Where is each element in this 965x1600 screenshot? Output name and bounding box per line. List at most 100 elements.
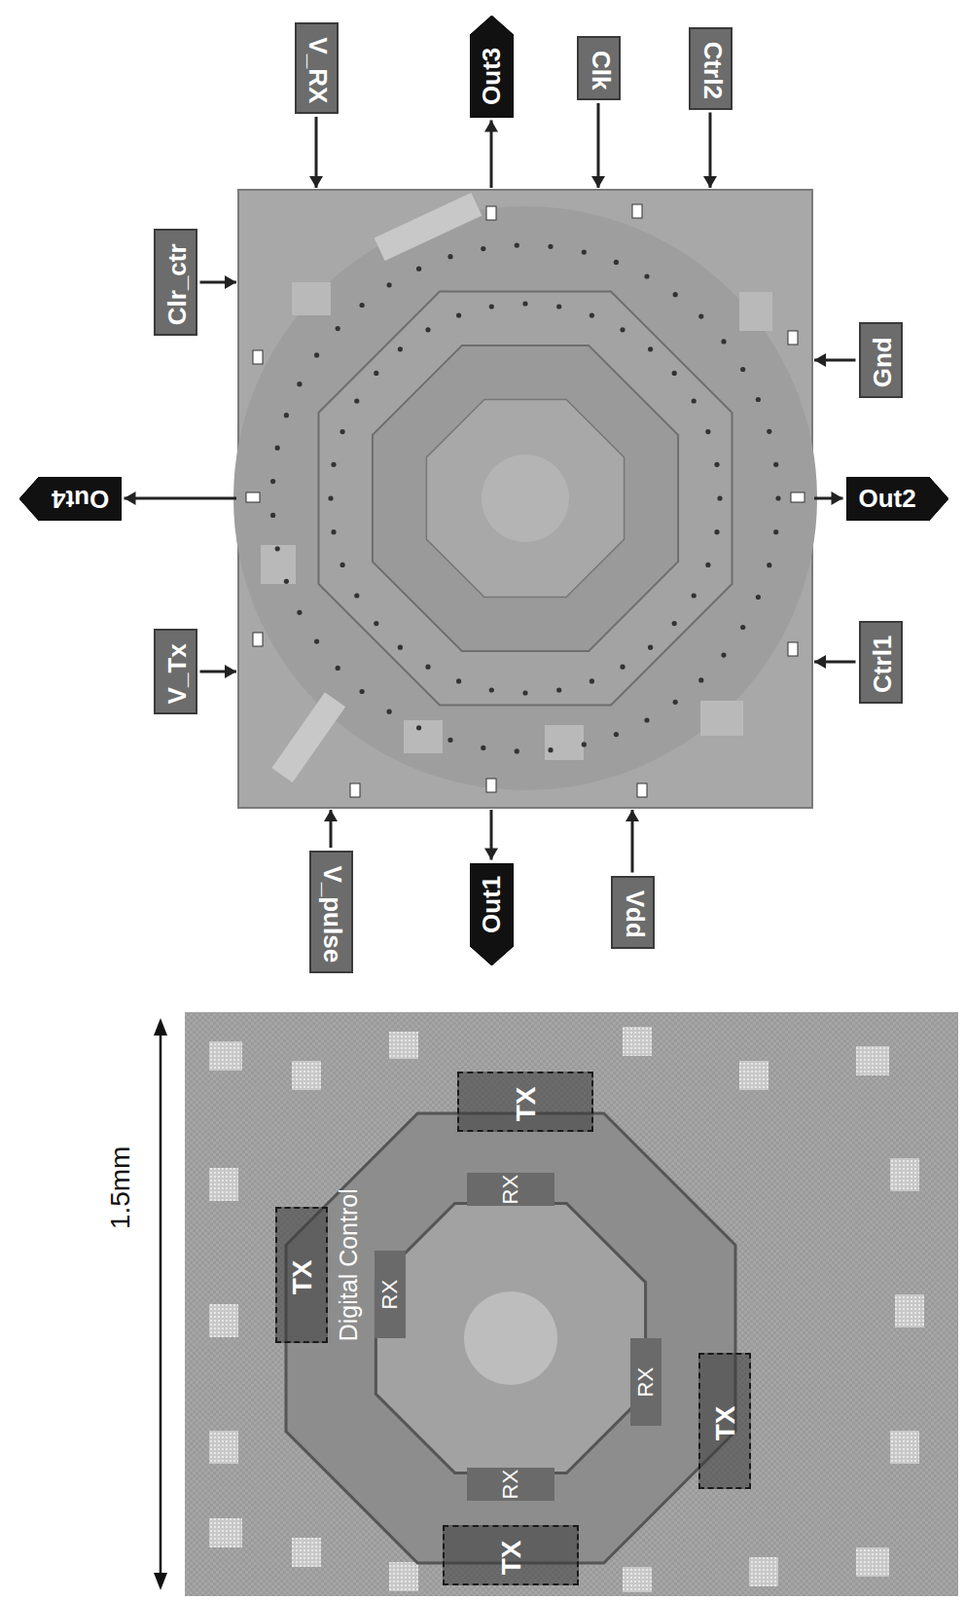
via-dot xyxy=(691,592,697,598)
via-dot xyxy=(755,594,761,600)
via-dot xyxy=(489,303,495,309)
pin-name: Out2 xyxy=(858,484,917,513)
via-dot xyxy=(270,478,276,484)
pin-arrowhead xyxy=(484,848,499,860)
tx-block: TX xyxy=(275,1206,328,1343)
pin-name: TX xyxy=(711,1404,742,1440)
pin-arrow-line xyxy=(597,103,601,188)
via-dot xyxy=(556,686,562,692)
via-dot xyxy=(556,303,562,309)
input-pin-box: V_Tx xyxy=(153,628,198,715)
via-dot xyxy=(284,412,289,418)
rx-label: RX xyxy=(378,1279,402,1310)
via-dot xyxy=(373,370,379,376)
via-dot xyxy=(672,620,678,626)
die-inner-ring xyxy=(372,345,679,651)
pin-arrowhead xyxy=(814,353,826,367)
tx-block: TX xyxy=(457,1071,594,1132)
via-dot xyxy=(480,246,486,251)
pin-name: V_pulse xyxy=(319,864,348,963)
die-center-blob xyxy=(464,1290,558,1385)
component-bar xyxy=(374,192,483,261)
via-dot xyxy=(698,677,704,682)
via-dot xyxy=(270,512,276,518)
via-dot xyxy=(397,346,403,352)
pin-name: V_Tx xyxy=(163,643,192,704)
via-dot xyxy=(284,578,289,584)
pin-name: Out1 xyxy=(477,874,506,932)
via-dot xyxy=(775,495,781,501)
via-dot xyxy=(314,639,320,644)
die-photo xyxy=(184,1011,959,1596)
via-dot xyxy=(447,253,453,259)
via-dot xyxy=(705,428,711,434)
dimension-arrowhead xyxy=(153,1017,168,1036)
output-pin-box: Out1 xyxy=(469,862,514,965)
output-arrow-fill xyxy=(469,15,514,118)
pin-name: Out4 xyxy=(51,484,109,513)
via-dot xyxy=(489,686,495,692)
via-dot xyxy=(647,346,653,352)
pin-name: TX xyxy=(511,1085,542,1121)
smd-part xyxy=(700,700,744,736)
via-dot xyxy=(425,664,430,670)
output-pin-box: Out2 xyxy=(846,476,949,521)
dimension-line xyxy=(159,1027,163,1580)
pin-arrowhead xyxy=(814,654,826,669)
pin-arrowhead xyxy=(124,491,137,505)
smd-part xyxy=(291,282,331,316)
smd-part xyxy=(544,724,584,760)
bond-pads xyxy=(246,204,805,797)
via-dot xyxy=(766,428,772,434)
via-dot xyxy=(672,370,678,376)
die-center xyxy=(481,454,570,542)
via-dot xyxy=(589,678,595,683)
output-arrow-fill xyxy=(469,862,514,965)
via-dot xyxy=(522,300,528,306)
via-dot xyxy=(354,397,359,403)
via-dot xyxy=(335,665,341,671)
pin-arrowhead xyxy=(625,809,640,822)
rx-label: RX xyxy=(499,1468,523,1500)
via-dot xyxy=(705,562,711,568)
via-dot xyxy=(647,644,653,650)
via-dot xyxy=(456,678,462,683)
via-dot xyxy=(643,273,649,279)
pin-arrowhead xyxy=(703,176,717,188)
pin-arrowhead xyxy=(831,491,844,505)
via-dot xyxy=(456,313,462,319)
pin-arrowhead xyxy=(484,120,499,133)
pin-name: Out3 xyxy=(477,46,506,105)
dimension-arrowhead xyxy=(153,1572,168,1590)
output-arrow-fill xyxy=(19,476,122,521)
via-dots xyxy=(270,243,782,754)
via-dot xyxy=(547,244,553,250)
block-label: Digital Control xyxy=(334,1187,362,1341)
via-dot xyxy=(714,462,719,467)
pin-arrow-line xyxy=(124,497,238,501)
via-dot xyxy=(581,741,587,747)
input-pin-box: Ctrl2 xyxy=(688,27,733,110)
via-dot xyxy=(296,609,302,615)
input-pin-box: Ctrl1 xyxy=(858,620,903,704)
component-bar xyxy=(271,691,346,783)
via-dot xyxy=(589,313,595,319)
smd-part xyxy=(739,291,773,331)
via-dot xyxy=(619,664,625,670)
via-dot xyxy=(340,562,346,568)
via-dot xyxy=(373,620,379,626)
pin-arrowhead xyxy=(323,809,338,822)
tx-block: TX xyxy=(698,1352,751,1489)
via-dot xyxy=(359,688,365,694)
via-dot xyxy=(330,462,336,467)
via-dot xyxy=(514,748,520,753)
via-dot xyxy=(275,545,281,551)
die-pads xyxy=(209,1026,925,1592)
output-arrow-fill xyxy=(846,476,949,521)
smd-part xyxy=(260,544,296,584)
via-dot xyxy=(720,338,726,344)
input-pin-box: V_RX xyxy=(294,22,339,114)
via-dot xyxy=(755,396,761,402)
